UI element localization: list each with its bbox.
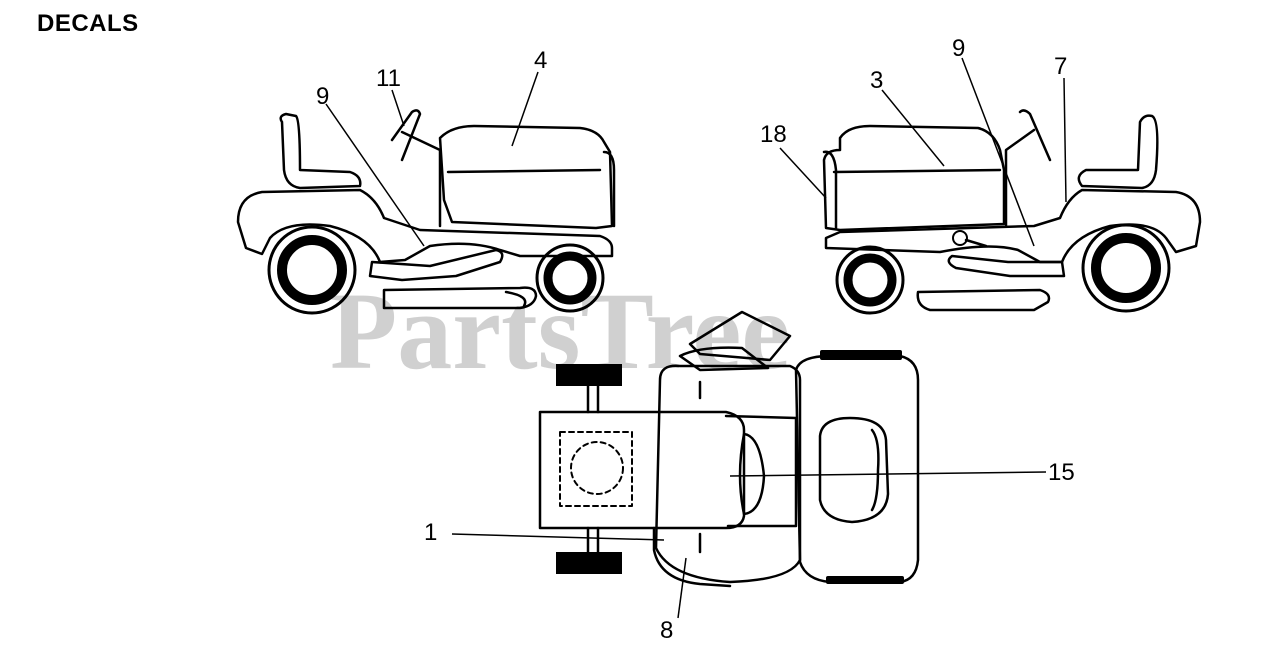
hood-right <box>822 124 1006 232</box>
steering-wheel-right <box>1018 109 1052 162</box>
hood-connector-top <box>724 414 798 528</box>
tires-top-view <box>556 350 904 584</box>
deck-chute-left <box>504 290 527 308</box>
rear-body-right <box>824 188 1202 264</box>
steering-column-right <box>1004 128 1036 228</box>
rear-tire-top-upper <box>820 350 902 360</box>
leader-15 <box>729 471 1047 477</box>
rear-wheel-right <box>1081 223 1171 313</box>
lift-lever-knob <box>952 230 968 246</box>
leader-4 <box>511 71 539 147</box>
leader-9-right <box>961 57 1035 247</box>
front-wheel-left <box>535 243 605 313</box>
chute-base-top <box>678 346 770 372</box>
callout-9-right: 9 <box>952 35 965 62</box>
callout-1: 1 <box>424 519 437 546</box>
mower-deck-left <box>382 286 538 310</box>
callout-18: 18 <box>760 121 787 148</box>
wheels-right <box>835 223 1171 315</box>
steering-top <box>738 432 766 516</box>
rear-wheel-left <box>267 225 357 315</box>
footboard-left <box>368 248 504 282</box>
leader-7 <box>1063 77 1067 203</box>
decal-outline-square <box>559 431 633 507</box>
front-axle-top-lower <box>586 526 600 554</box>
grille-left <box>602 150 616 228</box>
discharge-chute-top <box>688 310 792 362</box>
hood-line-left <box>446 168 602 174</box>
leader-18 <box>779 147 827 199</box>
seat-left <box>279 112 362 190</box>
tractor-left-side-view <box>236 109 616 310</box>
lift-lever <box>964 238 988 248</box>
front-tire-top-lower <box>556 552 622 574</box>
steering-wheel-left <box>390 109 422 162</box>
callout-4: 4 <box>534 47 547 74</box>
front-axle-top-upper <box>586 384 600 414</box>
page-title: DECALS <box>37 10 139 37</box>
callout-15: 15 <box>1048 459 1075 486</box>
callout-7: 7 <box>1054 53 1067 80</box>
hood-left <box>438 124 614 230</box>
rear-tire-left <box>277 235 347 305</box>
front-tire-left <box>543 251 597 305</box>
leader-lines <box>325 57 1067 619</box>
tractor-right-side-view <box>822 109 1202 312</box>
side-panel-top <box>652 526 732 588</box>
callout-3: 3 <box>870 67 883 94</box>
front-wheel-right <box>835 245 905 315</box>
front-tire-top-upper <box>556 364 622 386</box>
leader-8 <box>677 557 687 619</box>
seat-top <box>818 416 890 524</box>
rear-body-left <box>236 188 614 264</box>
front-tire-right <box>843 253 897 307</box>
hood-top <box>538 410 746 530</box>
tractor-top-view <box>538 310 920 588</box>
seat-back-top <box>870 428 880 512</box>
seat-right <box>1077 114 1159 190</box>
leader-9-left <box>325 103 425 247</box>
wheels-left <box>267 225 605 315</box>
leader-3 <box>881 89 945 167</box>
callout-8: 8 <box>660 617 673 644</box>
mower-deck-right <box>916 288 1051 312</box>
hood-line-right <box>832 168 1002 174</box>
decal-outline-circle <box>570 441 624 495</box>
footboard-right <box>947 254 1066 278</box>
callout-9-left: 9 <box>316 83 329 110</box>
leader-1 <box>451 533 665 541</box>
grille-right <box>822 150 838 230</box>
mower-deck-top <box>654 364 802 584</box>
rear-tire-right <box>1091 233 1161 303</box>
callout-11: 11 <box>376 65 401 92</box>
rear-body-top <box>794 354 920 584</box>
rear-tire-top-lower <box>826 576 904 584</box>
leader-11 <box>391 89 405 127</box>
